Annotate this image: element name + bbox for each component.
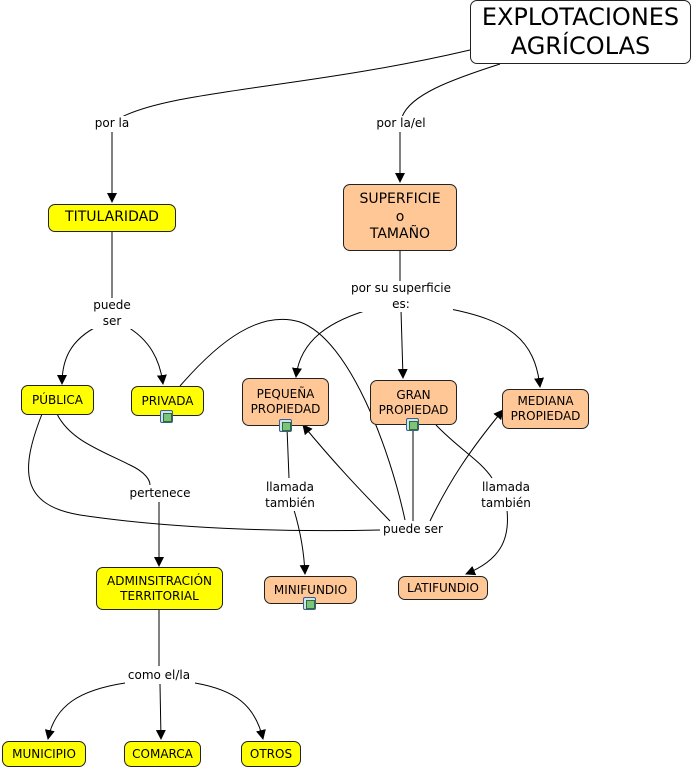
node-mediana-propiedad[interactable]: MEDIANA PROPIEDAD	[502, 389, 589, 429]
link-label-puede-ser-shared: puede ser	[381, 522, 445, 538]
link-label-llamada-latifundio: llamada también	[479, 480, 533, 512]
arrow-to-comarca	[155, 683, 166, 740]
node-municipio-label: MUNICIPIO	[12, 746, 76, 761]
link-label-como: como el/la	[125, 668, 193, 684]
node-otros[interactable]: OTROS	[241, 741, 301, 767]
arrow-to-pequena-from-puede-ser	[302, 424, 391, 522]
image-attachment-icon[interactable]	[160, 410, 173, 423]
link-privada-puede-ser	[179, 318, 406, 521]
node-explotaciones-agricolas[interactable]: EXPLOTACIONES AGRÍCOLAS	[470, 0, 691, 64]
node-privada-label: PRIVADA	[141, 393, 194, 408]
link-label-puede-ser: puede ser	[91, 298, 133, 330]
node-titularidad-label: TITULARIDAD	[65, 209, 159, 226]
arrow-to-mediana	[444, 307, 545, 388]
link-explotaciones-por-la-el	[401, 63, 501, 118]
link-pequena-llamada	[286, 427, 290, 479]
image-attachment-icon[interactable]	[303, 597, 316, 610]
link-label-por-su-superficie: por su superficie es:	[348, 281, 454, 313]
node-superficie-tamano-label: SUPERFICIE o TAMAÑO	[359, 191, 441, 243]
node-comarca-label: COMARCA	[132, 746, 193, 761]
node-privada[interactable]: PRIVADA	[131, 386, 204, 416]
image-attachment-icon[interactable]	[406, 418, 419, 431]
arrow-to-otros	[194, 682, 266, 740]
node-minifundio-label: MINIFUNDIO	[273, 582, 348, 597]
node-administracion-territorial[interactable]: ADMINSITRACIÓN TERRITORIAL	[96, 567, 223, 610]
node-pequena-propiedad[interactable]: PEQUEÑA PROPIEDAD	[242, 378, 329, 426]
link-label-llamada-minifundio-text: llamada también	[265, 480, 315, 510]
arrow-to-privada	[125, 325, 167, 385]
node-explotaciones-agricolas-label: EXPLOTACIONES AGRÍCOLAS	[481, 3, 680, 60]
link-label-por-la: por la	[92, 116, 132, 132]
link-gran-llamada	[435, 424, 493, 479]
link-label-llamada-latifundio-text: llamada también	[481, 480, 531, 510]
node-comarca[interactable]: COMARCA	[124, 741, 201, 767]
node-otros-label: OTROS	[249, 746, 293, 761]
link-label-puede-ser-text: puede ser	[93, 298, 131, 328]
link-label-por-la-el: por la/el	[374, 116, 428, 132]
node-titularidad[interactable]: TITULARIDAD	[48, 204, 176, 232]
node-mediana-propiedad-label: MEDIANA PROPIEDAD	[510, 394, 581, 423]
node-latifundio[interactable]: LATIFUNDIO	[398, 576, 488, 600]
arrow-to-latifundio	[465, 509, 508, 576]
node-latifundio-label: LATIFUNDIO	[407, 580, 479, 595]
node-pequena-propiedad-label: PEQUEÑA PROPIEDAD	[250, 387, 321, 416]
link-label-por-su-superficie-text: por su superficie es:	[350, 281, 452, 311]
node-gran-propiedad[interactable]: GRAN PROPIEDAD	[370, 380, 457, 425]
arrow-to-municipio	[44, 682, 126, 740]
arrow-to-pequena	[292, 307, 376, 378]
image-attachment-icon[interactable]	[279, 419, 292, 432]
node-publica-label: PÚBLICA	[31, 392, 84, 407]
arrow-to-mediana-from-puede-ser	[429, 409, 504, 522]
node-gran-propiedad-label: GRAN PROPIEDAD	[378, 387, 449, 417]
link-label-pertenece: pertenece	[127, 486, 193, 502]
link-publica-puede-ser	[28, 413, 381, 532]
arrow-to-publica	[57, 325, 99, 385]
link-publica-pertenece	[56, 413, 151, 486]
link-label-llamada-minifundio: llamada también	[263, 480, 317, 512]
node-administracion-territorial-label: ADMINSITRACIÓN TERRITORIAL	[107, 573, 212, 603]
arrow-to-gran	[397, 309, 408, 379]
node-municipio[interactable]: MUNICIPIO	[2, 741, 86, 767]
arrow-to-minifundio	[293, 509, 310, 575]
link-explotaciones-por-la	[112, 49, 471, 123]
node-superficie-tamano[interactable]: SUPERFICIE o TAMAÑO	[343, 184, 457, 251]
node-publica[interactable]: PÚBLICA	[21, 385, 94, 415]
